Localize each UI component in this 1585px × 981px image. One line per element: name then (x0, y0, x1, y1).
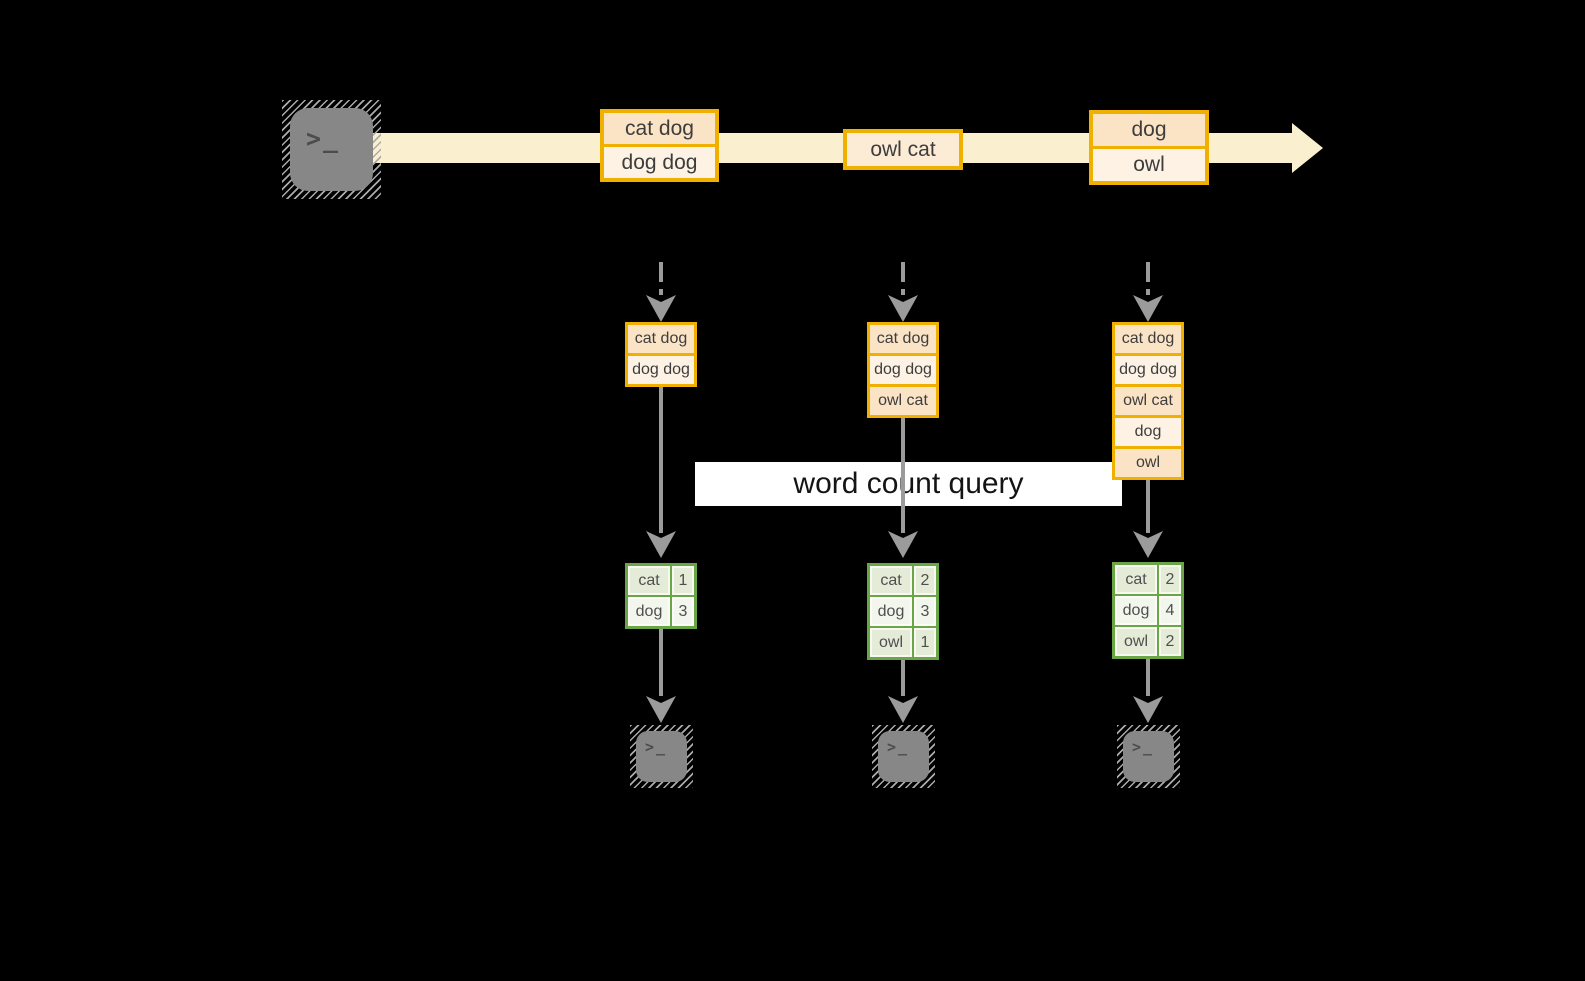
terminal-screen: >_ (636, 731, 687, 782)
table-word-cell: dog (1115, 596, 1157, 625)
output-arrowhead-1 (646, 696, 676, 723)
terminal-prompt-glyph: >_ (1132, 738, 1155, 756)
buffer-cell: cat dog (870, 325, 936, 353)
stream-event-cell: owl (1093, 149, 1205, 181)
sink-terminal-icon-2: >_ (872, 725, 935, 788)
table-word-cell: dog (870, 597, 912, 626)
output-arrowhead-2 (888, 696, 918, 723)
output-arrow-2 (901, 660, 905, 696)
query-arrowhead-1 (646, 531, 676, 558)
table-word-cell: dog (628, 597, 670, 626)
buffer-cell: dog (1115, 418, 1181, 446)
ingest-dashed-arrow-2 (901, 262, 905, 295)
query-arrowhead-3 (1133, 531, 1163, 558)
source-terminal-icon: >_ (282, 100, 381, 199)
sink-terminal-icon-3: >_ (1117, 725, 1180, 788)
query-arrow-2 (901, 418, 905, 533)
ingest-dashed-arrow-3 (1146, 262, 1150, 295)
buffer-cell: dog dog (870, 356, 936, 384)
terminal-screen: >_ (290, 108, 373, 191)
table-count-cell: 3 (672, 597, 694, 626)
window-buffer-box-3: cat dog dog dog owl cat dog owl (1112, 322, 1184, 480)
buffer-cell: cat dog (1115, 325, 1181, 353)
query-arrow-3 (1146, 480, 1150, 533)
terminal-prompt-glyph: >_ (887, 738, 910, 756)
ingest-dashed-arrow-1 (659, 262, 663, 295)
window-buffer-box-2: cat dog dog dog owl cat (867, 322, 939, 418)
ingest-arrowhead-3 (1133, 295, 1163, 322)
output-arrow-3 (1146, 659, 1150, 696)
table-count-cell: 1 (672, 566, 694, 595)
table-count-cell: 2 (1159, 627, 1181, 656)
stream-event-cell: owl cat (847, 133, 959, 166)
stream-arrowhead (1292, 123, 1323, 173)
ingest-arrowhead-2 (888, 295, 918, 322)
buffer-cell: owl cat (870, 387, 936, 415)
wordcount-table-2: cat 2 dog 3 owl 1 (867, 563, 939, 660)
ingest-arrowhead-1 (646, 295, 676, 322)
window-buffer-box-1: cat dog dog dog (625, 322, 697, 387)
wordcount-table-3: cat 2 dog 4 owl 2 (1112, 562, 1184, 659)
stream-event-cell: dog (1093, 114, 1205, 146)
output-arrow-1 (659, 629, 663, 696)
wordcount-table-1: cat 1 dog 3 (625, 563, 697, 629)
query-label: word count query (793, 467, 1024, 500)
query-label-band: word count query (695, 462, 1122, 506)
table-count-cell: 3 (914, 597, 936, 626)
buffer-cell: cat dog (628, 325, 694, 353)
terminal-prompt-glyph: >_ (306, 124, 341, 153)
stream-event-box-3: dog owl (1089, 110, 1209, 185)
table-count-cell: 1 (914, 628, 936, 657)
terminal-screen: >_ (1123, 731, 1174, 782)
stream-event-cell: cat dog (604, 113, 715, 144)
table-word-cell: cat (628, 566, 670, 595)
table-word-cell: cat (1115, 565, 1157, 594)
query-arrowhead-2 (888, 531, 918, 558)
stream-event-cell: dog dog (604, 147, 715, 178)
stream-event-box-1: cat dog dog dog (600, 109, 719, 182)
terminal-screen: >_ (878, 731, 929, 782)
buffer-cell: owl cat (1115, 387, 1181, 415)
table-word-cell: owl (870, 628, 912, 657)
buffer-cell: dog dog (628, 356, 694, 384)
table-count-cell: 2 (1159, 565, 1181, 594)
table-count-cell: 2 (914, 566, 936, 595)
sink-terminal-icon-1: >_ (630, 725, 693, 788)
buffer-cell: owl (1115, 449, 1181, 477)
table-count-cell: 4 (1159, 596, 1181, 625)
query-arrow-1 (659, 387, 663, 533)
output-arrowhead-3 (1133, 696, 1163, 723)
stream-event-box-2: owl cat (843, 129, 963, 170)
terminal-prompt-glyph: >_ (645, 738, 668, 756)
table-word-cell: cat (870, 566, 912, 595)
table-word-cell: owl (1115, 627, 1157, 656)
buffer-cell: dog dog (1115, 356, 1181, 384)
